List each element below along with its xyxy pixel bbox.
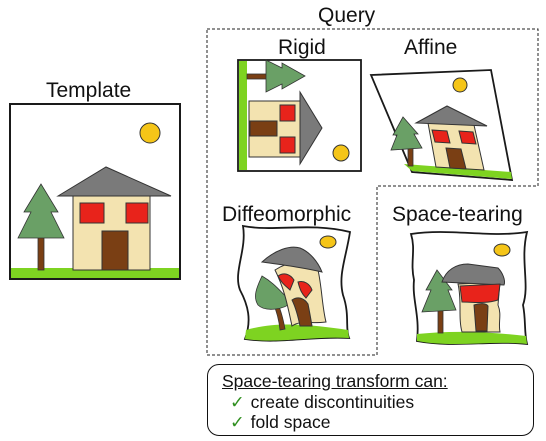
affine-roof	[414, 105, 488, 127]
legend-item-label: create discontinuities	[250, 392, 415, 412]
legend-item-label: fold space	[250, 412, 331, 432]
affine-grass	[404, 164, 512, 179]
legend-title: Space-tearing transform can:	[222, 371, 448, 391]
legend-box: Space-tearing transform can: ✓create dis…	[207, 364, 534, 436]
rigid-sun	[332, 144, 350, 162]
template-tree-crown	[17, 183, 65, 239]
diffeomorphic-label: Diffeomorphic	[222, 203, 352, 226]
rigid-roof	[299, 90, 323, 166]
check-icon: ✓	[230, 412, 245, 432]
space-tearing-label: Space-tearing	[392, 203, 523, 226]
affine-window-right	[458, 130, 477, 145]
legend-item-discontinuities: ✓create discontinuities	[230, 392, 414, 413]
template-scene	[9, 103, 181, 280]
diffeomorphic-tree-crown	[255, 275, 293, 310]
rigid-grass	[239, 61, 247, 170]
rigid-window-bottom	[279, 136, 296, 154]
query-label: Query	[318, 4, 376, 27]
space-tearing-door	[473, 303, 489, 332]
template-sun	[139, 122, 161, 144]
affine-tree-crown	[390, 116, 423, 151]
rigid-tree-crown	[265, 59, 306, 93]
space-tearing-roof	[441, 263, 505, 286]
space-tearing-window-band	[459, 283, 501, 303]
diffeomorphic-sun	[319, 235, 337, 249]
template-window-right	[125, 202, 149, 224]
rigid-window-top	[279, 104, 296, 122]
check-icon: ✓	[230, 392, 245, 412]
rigid-door	[249, 120, 278, 137]
affine-sun	[452, 77, 468, 93]
diffeomorphic-roof	[260, 246, 323, 273]
affine-door	[445, 147, 467, 170]
diffeomorphic-door	[291, 297, 313, 327]
space-tearing-grass	[417, 331, 527, 344]
affine-label: Affine	[404, 36, 458, 59]
template-roof	[56, 166, 172, 197]
legend-item-fold-space: ✓fold space	[230, 412, 330, 433]
affine-window-left	[431, 129, 451, 144]
diffeomorphic-window-left	[277, 273, 295, 291]
template-window-left	[79, 202, 105, 224]
template-label: Template	[46, 79, 132, 102]
template-door	[101, 230, 129, 271]
rigid-label: Rigid	[278, 36, 326, 59]
diffeomorphic-grass	[245, 324, 349, 341]
space-tearing-tree-crown	[421, 269, 457, 313]
template-grass	[11, 268, 179, 278]
diffeomorphic-window-right	[297, 281, 313, 299]
space-tearing-sun	[493, 243, 511, 257]
